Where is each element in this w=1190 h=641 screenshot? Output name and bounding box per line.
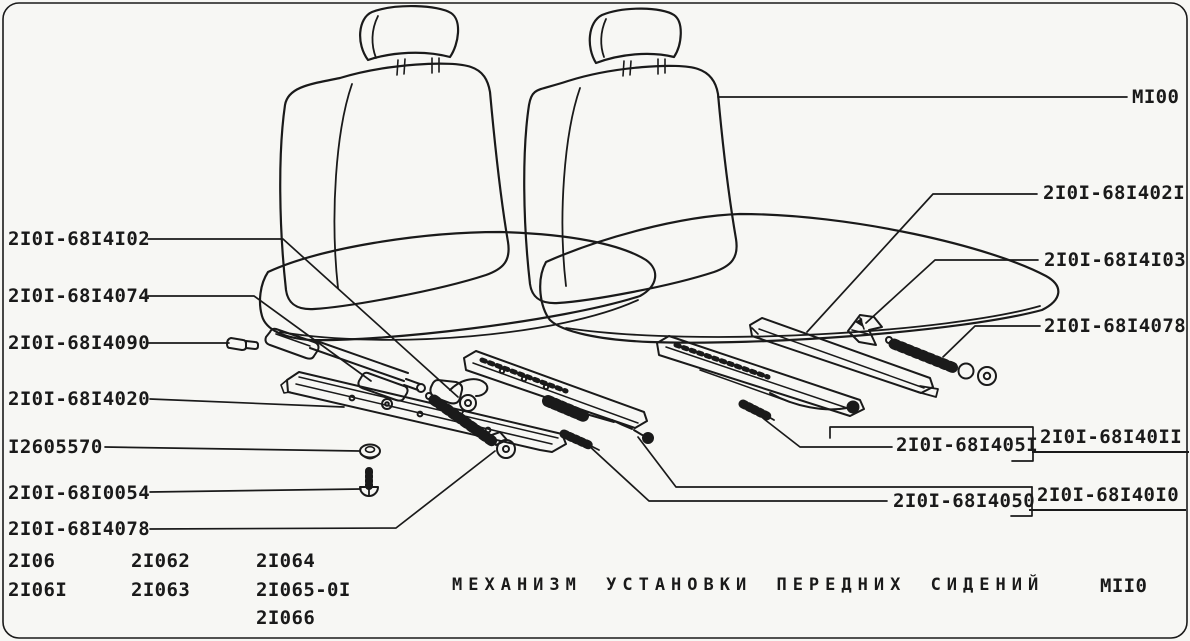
part-label-2101-6814020: 2I0I-68I4020 [8, 388, 151, 410]
part-label-2101-6814074: 2I0I-68I4074 [8, 285, 151, 307]
part-label-2101-6814078-right: 2I0I-68I4078 [1044, 315, 1187, 337]
part-label-2101-6814050-boxed: 2I0I-68I4050 [893, 490, 1036, 512]
part-label-12605570: I2605570 [8, 436, 103, 458]
leader-lines [104, 96, 1128, 530]
washer-part [359, 443, 381, 460]
model-code-21061: 2I06I [8, 579, 68, 601]
adjust-screw-left-part [425, 392, 516, 459]
part-label-2101-6810054: 2I0I-68I0054 [8, 482, 151, 504]
guide-rail-center-part [463, 350, 654, 444]
return-spring-left-part [559, 429, 600, 451]
part-label-2101-6814010-underlined: 2I0I-68I40I0 [1029, 485, 1187, 511]
bolt-part [359, 467, 379, 497]
figure-title: МЕХАНИЗМ УСТАНОВКИ ПЕРЕДНИХ СИДЕНИЙ [452, 575, 1045, 595]
part-label-2101-6814051-boxed: 2I0I-68I405I [896, 434, 1039, 456]
part-label-2101-6814021: 2I0I-68I402I [1043, 182, 1186, 204]
callout-boxes [829, 426, 1034, 517]
part-label-2101-6814090: 2I0I-68I4090 [8, 332, 151, 354]
model-code-2106: 2I06 [8, 550, 56, 572]
part-label-2101-6814011-underlined: 2I0I-68I40II [1032, 427, 1190, 453]
model-code-21065-01: 2I065-0I [256, 579, 351, 601]
part-label-2101-6814102: 2I0I-68I4I02 [8, 228, 151, 250]
rail-upper-right-part [749, 317, 939, 398]
figure-code: МII0 [1100, 575, 1148, 597]
part-label-2101-6814078-left: 2I0I-68I4078 [8, 518, 151, 540]
model-code-21063: 2I063 [131, 579, 191, 601]
adjust-screw-right-part [885, 336, 997, 386]
rail-lower-right-part [656, 335, 865, 417]
model-code-21066: 2I066 [256, 607, 316, 629]
pin-part [226, 337, 259, 351]
latch-bracket-part [847, 314, 883, 346]
right-seat-drawing [523, 7, 1060, 344]
model-code-21064: 2I064 [256, 550, 316, 572]
seat-rail-left-part [280, 371, 567, 453]
seat-assembly-callout: МI00 [1132, 86, 1180, 108]
part-label-2101-6814103: 2I0I-68I4I03 [1044, 249, 1187, 271]
model-code-21062: 2I062 [131, 550, 191, 572]
return-spring-right-part [738, 399, 775, 421]
left-seat-drawing [258, 5, 657, 342]
